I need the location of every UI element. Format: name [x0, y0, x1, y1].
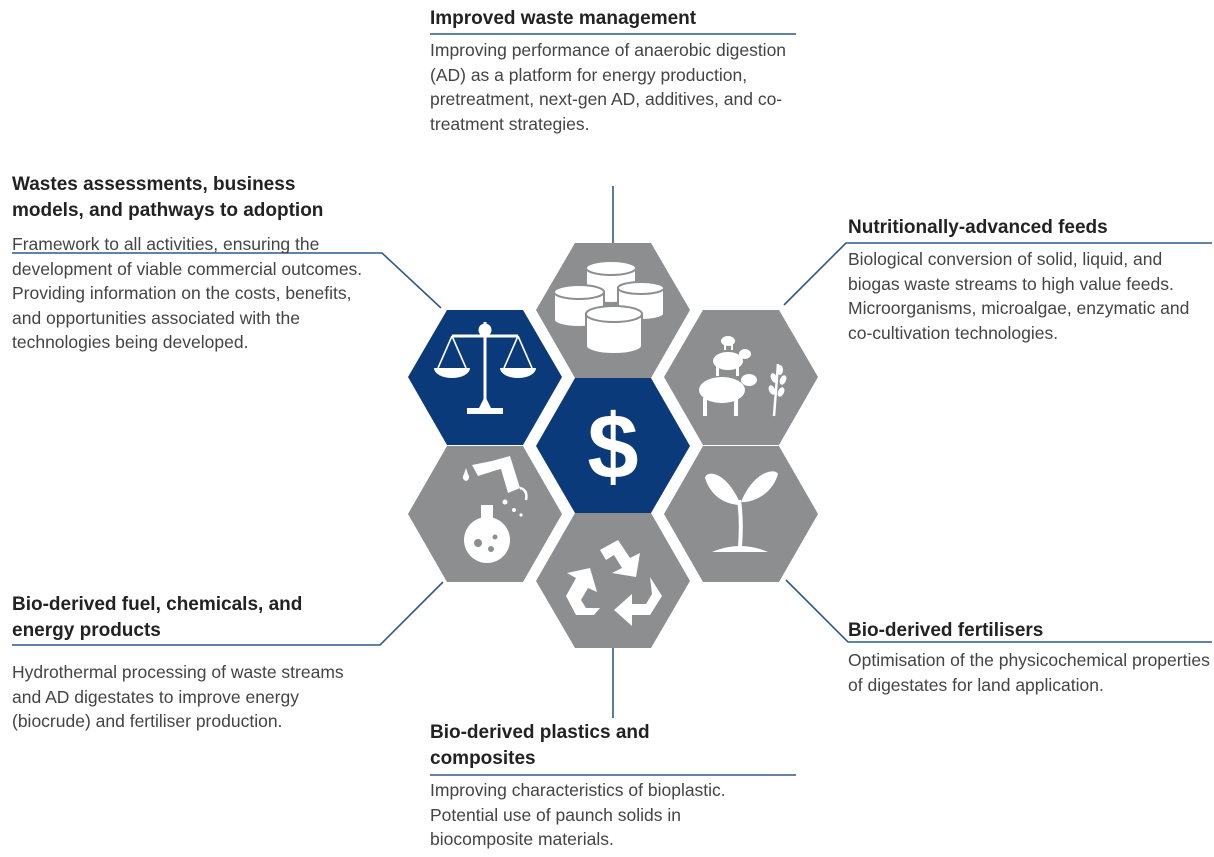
- section-body: Improving performance of anaerobic diges…: [430, 40, 787, 134]
- connector-fertilisers: [785, 579, 1212, 643]
- hex-dollar: [536, 378, 690, 513]
- scales-icon: [434, 322, 536, 414]
- section-title: Wastes assessments, business models, and…: [12, 174, 324, 221]
- section-plastics: Bio-derived plastics and composites Impr…: [430, 720, 802, 852]
- connector-fuel: [12, 581, 444, 646]
- section-assessments: Wastes assessments, business models, and…: [12, 172, 377, 355]
- section-body: Optimisation of the physicochemical prop…: [848, 650, 1210, 695]
- storage-tanks-icon: [553, 260, 665, 355]
- section-title: Bio-derived plastics and composites: [430, 722, 650, 769]
- connector-feeds: [783, 242, 1212, 306]
- section-body: Biological conversion of solid, liquid, …: [848, 249, 1190, 343]
- connector-assessments: [12, 252, 442, 309]
- section-body: Framework to all activities, ensuring th…: [12, 234, 363, 352]
- livestock-icon: [699, 336, 787, 417]
- section-title: Bio-derived fertilisers: [848, 620, 1044, 641]
- section-title: Improved waste management: [430, 8, 697, 29]
- section-waste-management: Improved waste management Improving perf…: [430, 6, 802, 136]
- section-body: Improving characteristics of bioplastic.…: [430, 780, 726, 849]
- hex-livestock: [664, 310, 818, 445]
- section-body: Hydrothermal processing of waste streams…: [12, 662, 344, 731]
- sprout-icon: [705, 471, 778, 552]
- section-feeds: Nutritionally-advanced feeds Biological …: [848, 215, 1214, 345]
- section-fertilisers: Bio-derived fertilisers Optimisation of …: [848, 618, 1214, 697]
- hex-recycle: [536, 513, 690, 648]
- section-title: Nutritionally-advanced feeds: [848, 217, 1108, 238]
- section-title: Bio-derived fuel, chemicals, and energy …: [12, 594, 303, 641]
- dollar-icon: $: [587, 396, 638, 498]
- fuel-chemistry-icon: [462, 456, 528, 563]
- section-fuel: Bio-derived fuel, chemicals, and energy …: [12, 592, 372, 734]
- recycle-icon: [566, 540, 662, 626]
